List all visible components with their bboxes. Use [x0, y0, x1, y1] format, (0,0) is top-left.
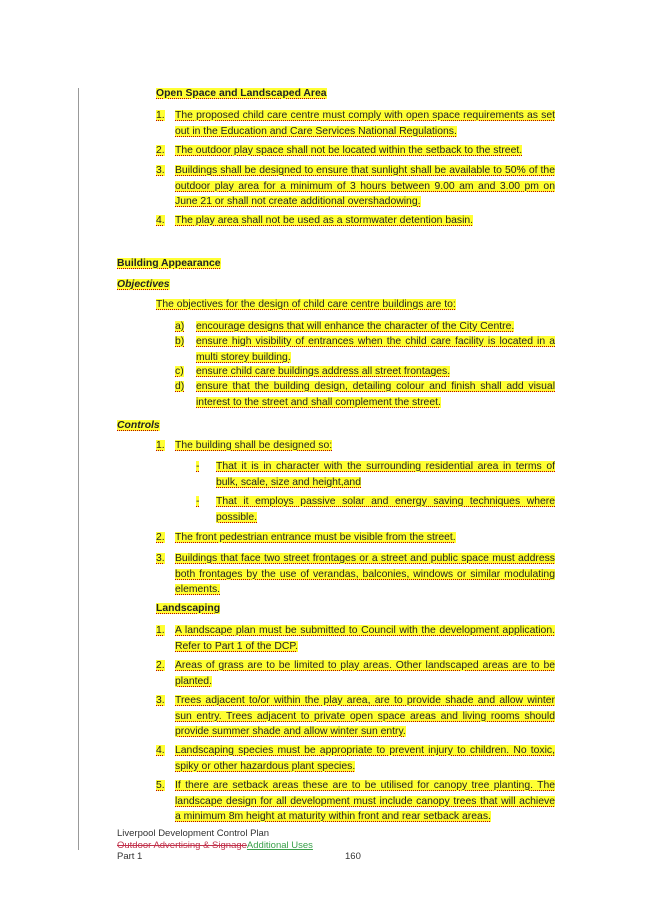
footer-section-struck: Outdoor Advertising & Signage: [117, 840, 247, 851]
landscaping-item-5-text: If there are setback areas these are to …: [175, 780, 555, 822]
footer-section-inserted: Additional Uses: [246, 840, 313, 851]
control-1-bullet-2-number: -: [196, 496, 200, 507]
objective-c-number: c): [175, 366, 184, 377]
heading-landscaping: Landscaping: [156, 603, 221, 614]
landscaping-item-4-number: 4.: [156, 745, 165, 756]
open-space-item-2-text: The outdoor play space shall not be loca…: [175, 145, 523, 156]
objective-b-number: b): [175, 336, 185, 347]
landscaping-item-1-number: 1.: [156, 625, 165, 636]
objectives-intro: The objectives for the design of child c…: [156, 299, 456, 310]
control-1-number: 1.: [156, 440, 165, 451]
open-space-item-1-number: 1.: [156, 110, 165, 121]
heading-building-appearance: Building Appearance: [117, 258, 221, 269]
control-1-bullet-2-text: That it employs passive solar and energy…: [216, 496, 555, 523]
heading-open-space: Open Space and Landscaped Area: [156, 88, 327, 99]
landscaping-item-1-text: A landscape plan must be submitted to Co…: [175, 625, 555, 652]
open-space-item-4-text: The play area shall not be used as a sto…: [175, 215, 474, 226]
open-space-item-3-number: 3.: [156, 165, 165, 176]
objective-b-text: ensure high visibility of entrances when…: [196, 336, 555, 363]
open-space-item-3-text: Buildings shall be designed to ensure th…: [175, 165, 555, 207]
objective-d-text: ensure that the building design, detaili…: [196, 381, 555, 408]
footer-doc-title: Liverpool Development Control Plan: [117, 828, 270, 839]
landscaping-item-4-text: Landscaping species must be appropriate …: [175, 745, 555, 772]
objective-d-number: d): [175, 381, 185, 392]
footer-part: Part 1: [117, 851, 143, 862]
landscaping-item-3-text: Trees adjacent to/or within the play are…: [175, 695, 555, 737]
objective-a-text: encourage designs that will enhance the …: [196, 321, 515, 332]
footer-page-number: 160: [345, 851, 361, 862]
open-space-item-2-number: 2.: [156, 145, 165, 156]
heading-controls: Controls: [117, 420, 160, 431]
control-2-number: 2.: [156, 532, 165, 543]
landscaping-item-2-text: Areas of grass are to be limited to play…: [175, 660, 555, 687]
control-3-text: Buildings that face two street frontages…: [175, 553, 555, 595]
landscaping-item-5-number: 5.: [156, 780, 165, 791]
control-2-text: The front pedestrian entrance must be vi…: [175, 532, 456, 543]
objective-a-number: a): [175, 321, 185, 332]
open-space-item-4-number: 4.: [156, 215, 165, 226]
control-3-number: 3.: [156, 553, 165, 564]
control-1-text: The building shall be designed so:: [175, 440, 333, 451]
landscaping-item-3-number: 3.: [156, 695, 165, 706]
objective-c-text: ensure child care buildings address all …: [196, 366, 451, 377]
control-1-bullet-1-number: -: [196, 461, 200, 472]
open-space-item-1-text: The proposed child care centre must comp…: [175, 110, 555, 137]
margin-rule: [78, 88, 79, 850]
heading-objectives: Objectives: [117, 279, 170, 290]
landscaping-item-2-number: 2.: [156, 660, 165, 671]
control-1-bullet-1-text: That it is in character with the surroun…: [216, 461, 555, 488]
footer-section-revision: Outdoor Advertising & SignageAdditional …: [117, 840, 313, 851]
